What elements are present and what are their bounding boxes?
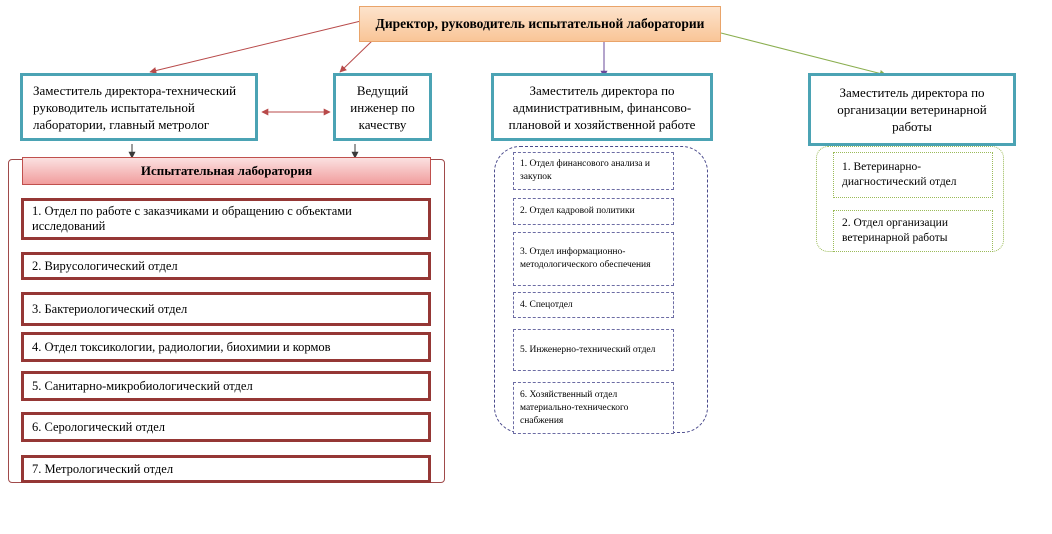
admin-unit-4: 4. Спецотдел: [513, 292, 674, 318]
lab-unit-3: 3. Бактериологический отдел: [21, 292, 431, 326]
admin-unit-6: 6. Хозяйственный отдел материально-техни…: [513, 382, 674, 434]
lab-unit-2: 2. Вирусологический отдел: [21, 252, 431, 280]
lab-unit-6: 6. Серологический отдел: [21, 412, 431, 442]
vet-unit-2: 2. Отдел организации ветеринарной работы: [833, 210, 993, 252]
deputy-technical-box: Заместитель директора-технический руково…: [20, 73, 258, 141]
admin-unit-5: 5. Инженерно-технический отдел: [513, 329, 674, 371]
lab-unit-7: 7. Метрологический отдел: [21, 455, 431, 483]
lab-unit-1: 1. Отдел по работе с заказчиками и обращ…: [21, 198, 431, 240]
arrow-director-to-deputy-technical: [149, 19, 366, 74]
admin-unit-2: 2. Отдел кадровой политики: [513, 198, 674, 225]
lab-unit-4: 4. Отдел токсикологии, радиологии, биохи…: [21, 332, 431, 362]
deputy-vet-box: Заместитель директора по организации вет…: [808, 73, 1016, 146]
arrow-director-to-deputy-vet: [720, 32, 887, 77]
quality-engineer-box: Ведущий инженер по качеству: [333, 73, 432, 141]
deputy-admin-box: Заместитель директора по административны…: [491, 73, 713, 141]
lab-header: Испытательная лаборатория: [22, 157, 431, 185]
admin-unit-3: 3. Отдел информационно-методологического…: [513, 232, 674, 286]
lab-unit-5: 5. Санитарно-микробиологический отдел: [21, 371, 431, 401]
admin-unit-1: 1. Отдел финансового анализа и закупок: [513, 152, 674, 190]
director-box: Директор, руководитель испытательной лаб…: [359, 6, 721, 42]
arrow-director-to-quality-engineer: [339, 40, 373, 73]
vet-unit-1: 1. Ветеринарно-диагностический отдел: [833, 152, 993, 198]
